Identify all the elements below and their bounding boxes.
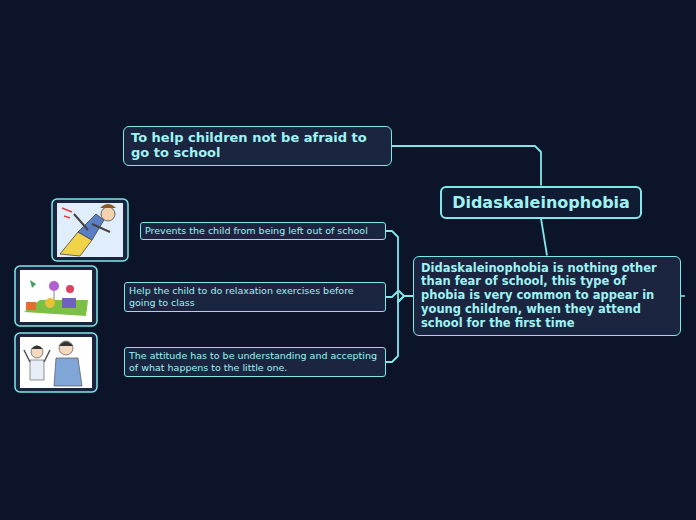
node-text: To help children not be afraid to go to … — [131, 131, 384, 161]
picture-frame — [15, 333, 97, 392]
picture-frame — [52, 199, 128, 261]
description-box: Didaskaleinophobia is nothing other than… — [413, 256, 681, 337]
central-topic: Didaskaleinophobia — [440, 186, 642, 219]
connector — [386, 296, 413, 362]
node-text: Didaskaleinophobia — [452, 193, 630, 212]
subtopic-box: The attitude has to be understanding and… — [124, 347, 386, 377]
node-text: Didaskaleinophobia is nothing other than… — [421, 262, 673, 331]
node-text: Help the child to do relaxation exercise… — [129, 285, 381, 309]
topic-box: To help children not be afraid to go to … — [123, 126, 392, 166]
subtopic-box: Prevents the child from being left out o… — [140, 222, 386, 240]
subtopic-box: Help the child to do relaxation exercise… — [124, 282, 386, 312]
node-text: Prevents the child from being left out o… — [145, 225, 381, 237]
connector — [386, 231, 413, 296]
stub-line — [681, 295, 685, 297]
picture-frame — [15, 266, 97, 326]
connector — [392, 146, 541, 186]
connector — [541, 219, 547, 256]
node-text: The attitude has to be understanding and… — [129, 350, 381, 374]
